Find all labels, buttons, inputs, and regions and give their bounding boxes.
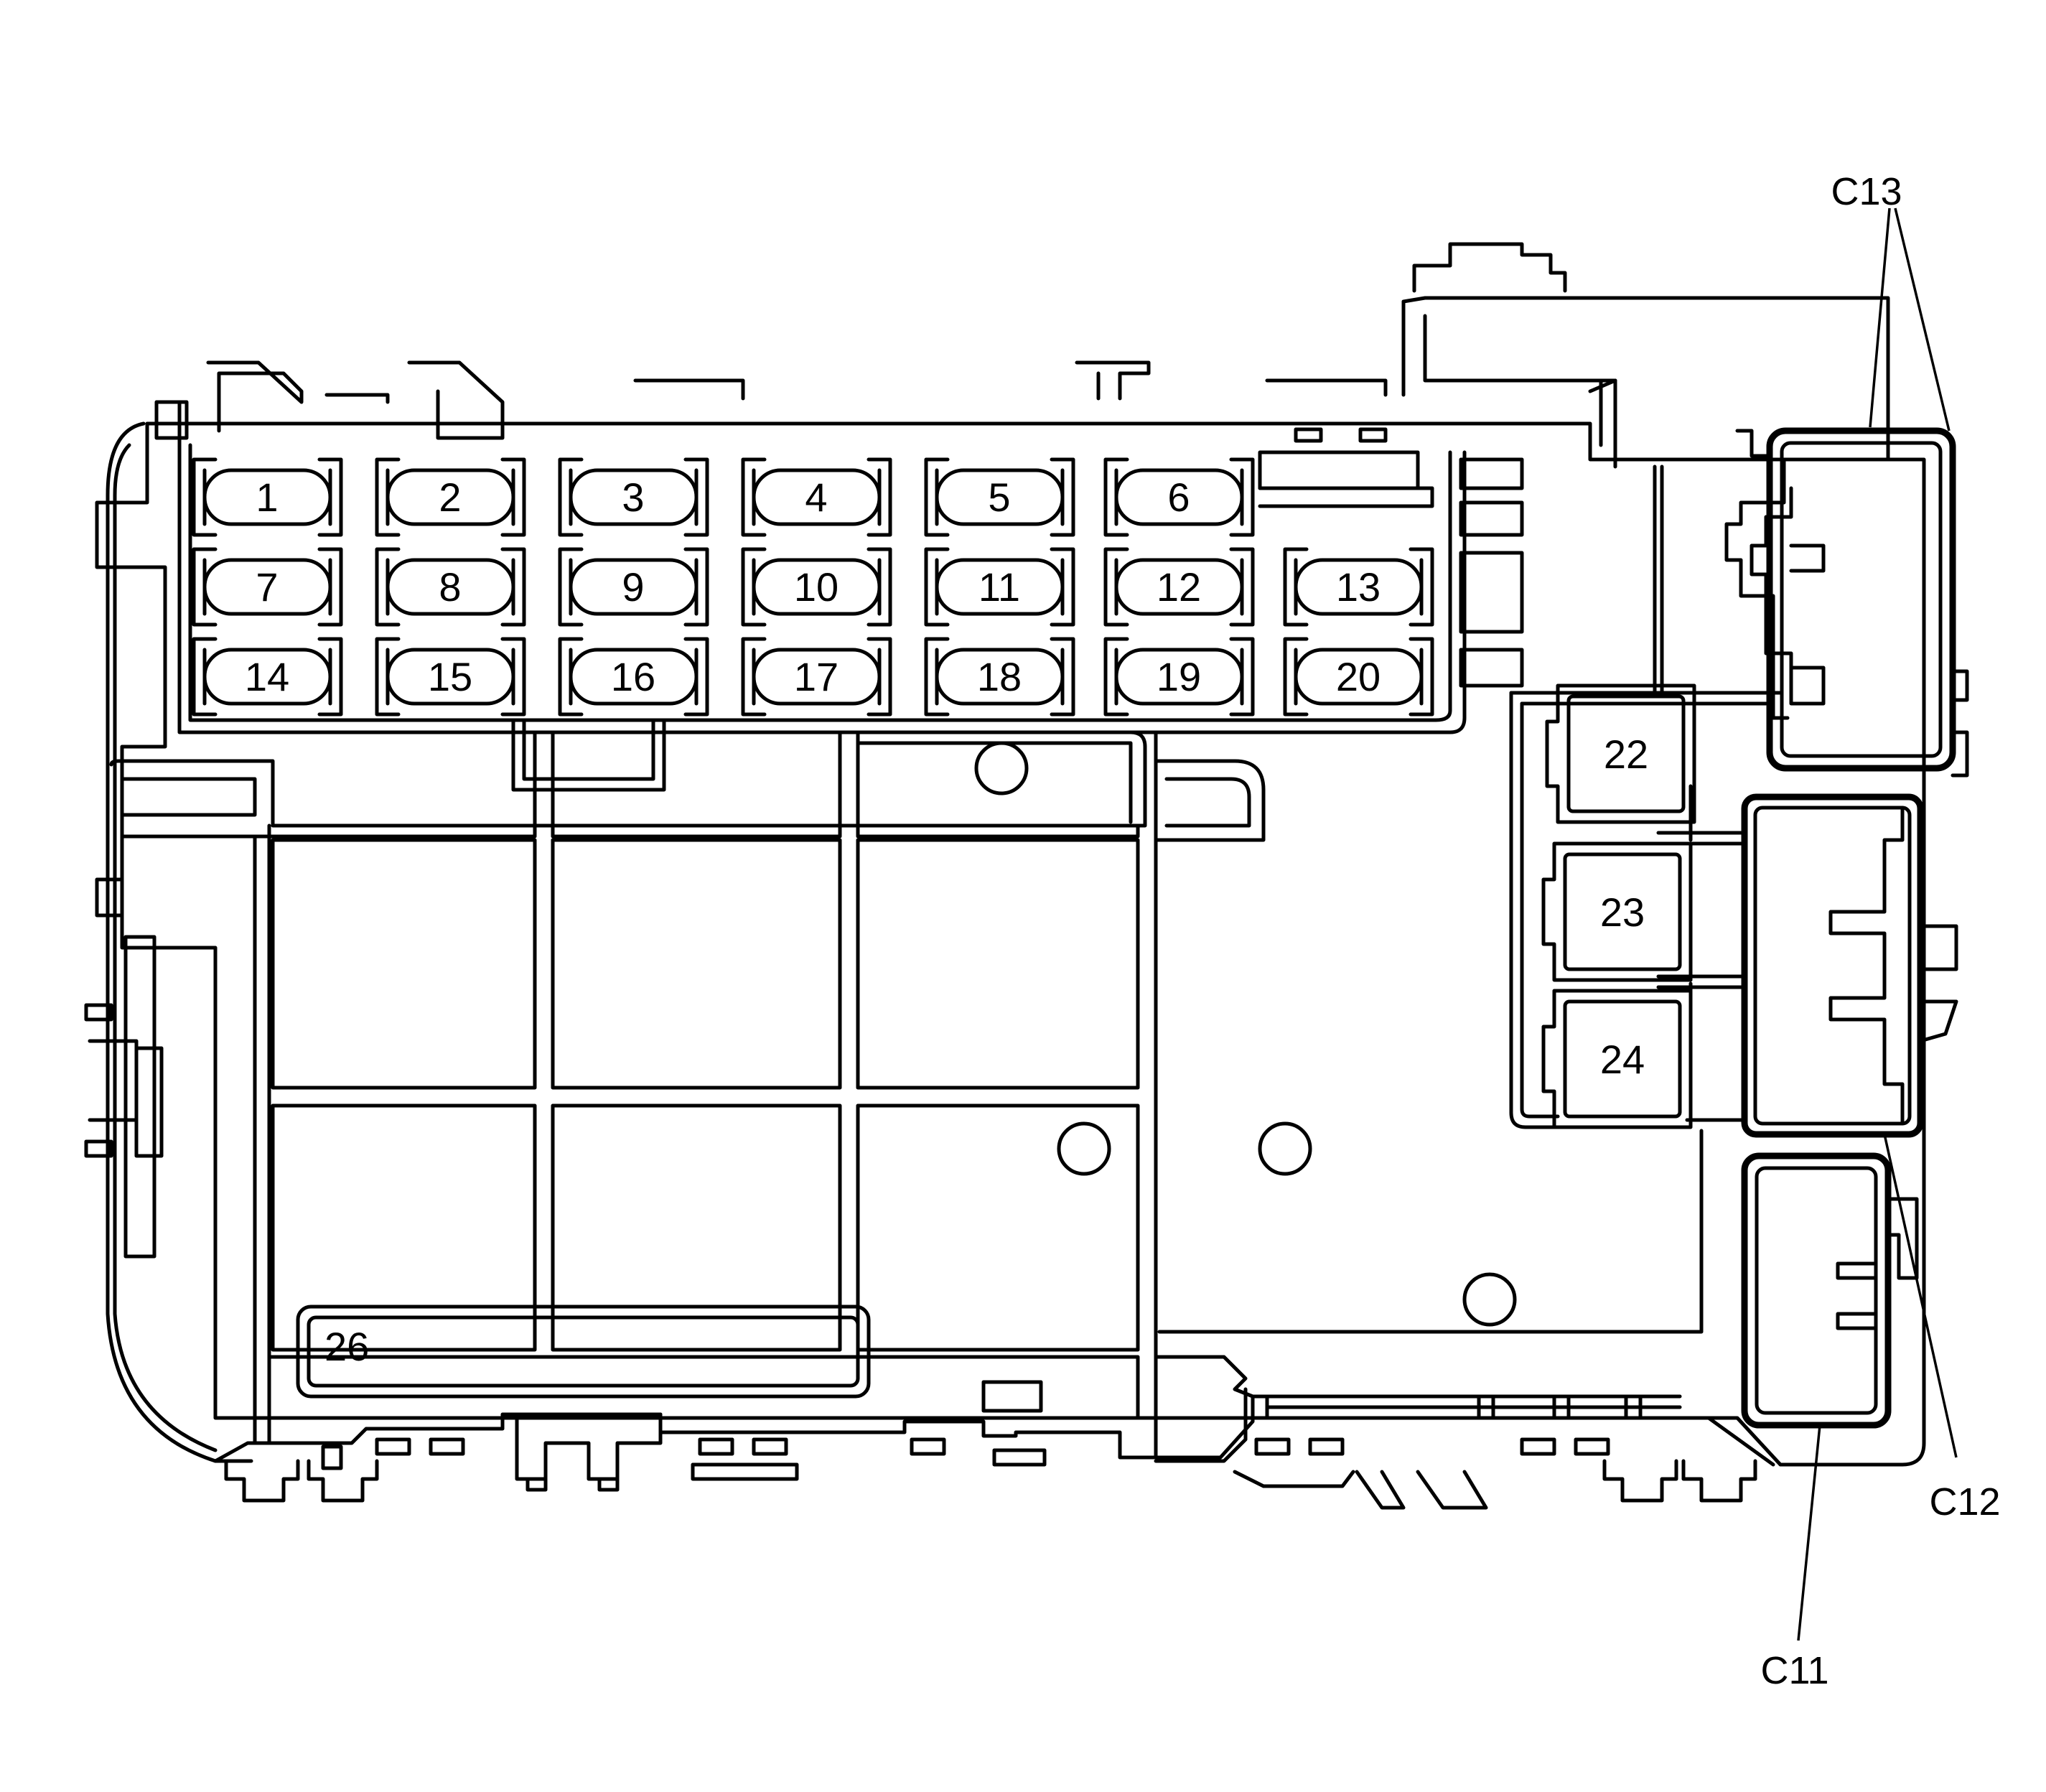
relay-23: 23 <box>1541 841 1693 982</box>
fuse-label: 1 <box>256 475 278 520</box>
fuse-12: 12 <box>1103 547 1255 627</box>
fuse-3: 3 <box>558 457 709 537</box>
module-26-label: 26 <box>324 1324 369 1369</box>
connector-c12-label: C12 <box>1929 1480 2000 1523</box>
connector-c11-label: C11 <box>1760 1649 1828 1692</box>
fuse-label: 9 <box>622 564 644 610</box>
bottom-edge <box>213 1355 1775 1510</box>
connector-c12 <box>1741 793 1958 1138</box>
fuse-18: 18 <box>924 637 1075 717</box>
tray-grid <box>109 730 1704 1460</box>
fuse-label: 7 <box>256 564 278 610</box>
fuse-6: 6 <box>1103 457 1255 537</box>
fuse-11: 11 <box>924 547 1075 627</box>
fuse-panel-frame <box>177 400 1524 792</box>
fuse-13: 13 <box>1283 547 1434 627</box>
fuse-label: 13 <box>1336 564 1381 610</box>
fuse-label: 6 <box>1167 475 1190 520</box>
fuse-label: 20 <box>1336 654 1381 699</box>
fuse-label: 5 <box>988 475 1010 520</box>
fuse-label: 18 <box>977 654 1022 699</box>
left-wall <box>84 421 253 1463</box>
fuse-10: 10 <box>741 547 892 627</box>
fuse-5: 5 <box>924 457 1075 537</box>
fuse-label: 8 <box>439 564 461 610</box>
housing-outline <box>95 242 1926 1467</box>
fuse-label: 10 <box>794 564 839 610</box>
connector-c13-label: C13 <box>1831 170 1902 213</box>
fuse-2: 2 <box>375 457 526 537</box>
fuse-label: 11 <box>978 564 1020 610</box>
fuse-8: 8 <box>375 547 526 627</box>
fuse-17: 17 <box>741 637 892 717</box>
relay-label: 22 <box>1604 732 1648 777</box>
fuse-4: 4 <box>741 457 892 537</box>
connector-c13 <box>1724 427 1969 778</box>
relay-22: 22 <box>1545 683 1696 824</box>
relay-label: 23 <box>1600 890 1645 935</box>
fuse-label: 4 <box>805 475 827 520</box>
module-26: 26 <box>296 1305 871 1399</box>
fuse-14: 14 <box>192 637 343 717</box>
fuse-15: 15 <box>375 637 526 717</box>
fuse-label: 2 <box>439 475 461 520</box>
fuse-label: 3 <box>622 475 644 520</box>
fuse-9: 9 <box>558 547 709 627</box>
fuse-label: 16 <box>611 654 655 699</box>
fuse-7: 7 <box>192 547 343 627</box>
leader-lines <box>1797 207 1958 1641</box>
relay-24: 24 <box>1541 989 1693 1129</box>
fuse-19: 19 <box>1103 637 1255 717</box>
fuse-20: 20 <box>1283 637 1434 717</box>
fuse-16: 16 <box>558 637 709 717</box>
fuse-1: 1 <box>192 457 343 537</box>
fuse-label: 19 <box>1157 654 1201 699</box>
fuse-label: 12 <box>1157 564 1201 610</box>
relay-group: 22 23 24 <box>1541 683 1696 1129</box>
relay-label: 24 <box>1600 1037 1645 1082</box>
connector-c11 <box>1741 1152 1919 1429</box>
fuse-label: 14 <box>245 654 289 699</box>
fuse-label: 17 <box>794 654 839 699</box>
fuse-label: 15 <box>428 654 472 699</box>
